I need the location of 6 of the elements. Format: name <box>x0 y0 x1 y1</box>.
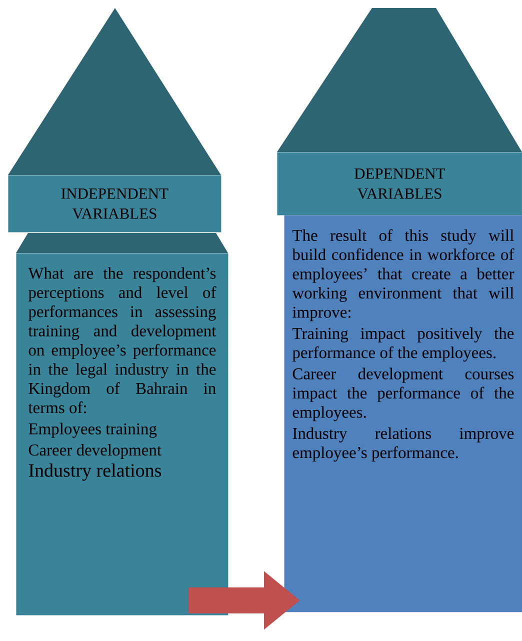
node-label: DEPENDENT VARIABLES <box>354 168 446 199</box>
text-box: The result of this study will build confidence in workforce of employees’ that create a better working environment that will improve: Training impact positively the performance of the employees. Career development courses impact the performance of the employees. Industry relations improve employee’s performance. <box>284 215 522 612</box>
header-box: DEPENDENT VARIABLES <box>277 8 522 216</box>
header-box: INDEPENDENT VARIABLES <box>8 8 222 232</box>
node-label: INDEPENDENT VARIABLES <box>61 188 168 219</box>
text-box: What are the respondent’s perceptions and level of performances in assessing training and development on employee’s performance in the legal industry in the Kingdom of Bahrain in terms of: Employees training Career development Industry relations <box>16 233 228 616</box>
